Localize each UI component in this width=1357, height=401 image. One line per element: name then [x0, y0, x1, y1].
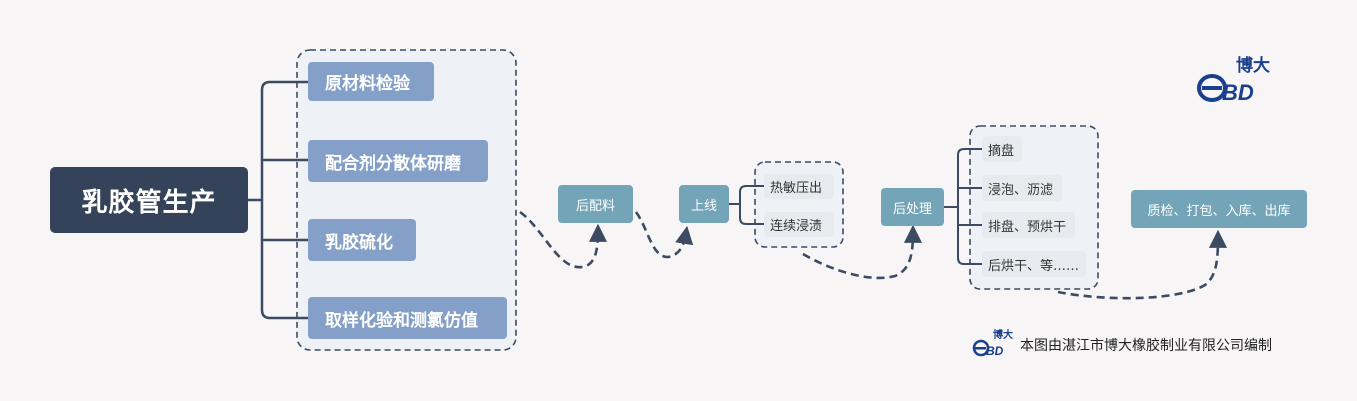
bd-logo-small-icon: BD [972, 339, 1004, 358]
brand-logo-text: 博大 [1236, 56, 1270, 76]
online-sub-dipping: 连续浸渍 [764, 212, 834, 237]
online-bracket [729, 185, 764, 225]
flow-arrow-4 [1057, 229, 1228, 300]
brand-logo-small-text: 博大 [993, 330, 1013, 341]
root-node: 乳胶管生产 [50, 167, 248, 233]
stage1-node-milling: 配合剂分散体研磨 [308, 140, 488, 182]
stage1-node-materials: 原材料检验 [308, 62, 434, 101]
brand-logo-small: BD 博大 [972, 330, 1016, 358]
step-post-process: 后处理 [881, 188, 944, 226]
step-post-mix: 后配料 [558, 185, 633, 223]
post-sub-unload: 摘盘 [982, 136, 1022, 162]
step-final: 质检、打包、入库、出库 [1131, 190, 1307, 228]
stage1-node-vulcanization: 乳胶硫化 [308, 219, 416, 261]
post-sub-predry: 排盘、预烘干 [982, 212, 1075, 238]
online-sub-extrusion: 热敏压出 [764, 174, 834, 199]
bd-logo-icon: BD [1197, 74, 1254, 105]
flow-arrow-2 [634, 211, 694, 259]
credit-text: 本图由湛江市博大橡胶制业有限公司编制 [1020, 338, 1272, 354]
stage1-group-frame [296, 49, 517, 351]
post-process-bracket [944, 148, 982, 265]
brand-logo: BD 博大 [1196, 56, 1278, 105]
flow-arrow-3 [802, 224, 923, 280]
stage1-node-testing: 取样化验和测氯仿值 [308, 297, 507, 339]
svg-text:BD: BD [1222, 80, 1254, 104]
post-process-group-frame [969, 125, 1099, 290]
root-bracket [248, 80, 308, 320]
step-online: 上线 [679, 185, 729, 223]
post-sub-final-dry: 后烘干、等…… [982, 251, 1086, 277]
svg-text:BD: BD [986, 344, 1004, 357]
post-sub-soak: 浸泡、沥滤 [982, 175, 1062, 201]
